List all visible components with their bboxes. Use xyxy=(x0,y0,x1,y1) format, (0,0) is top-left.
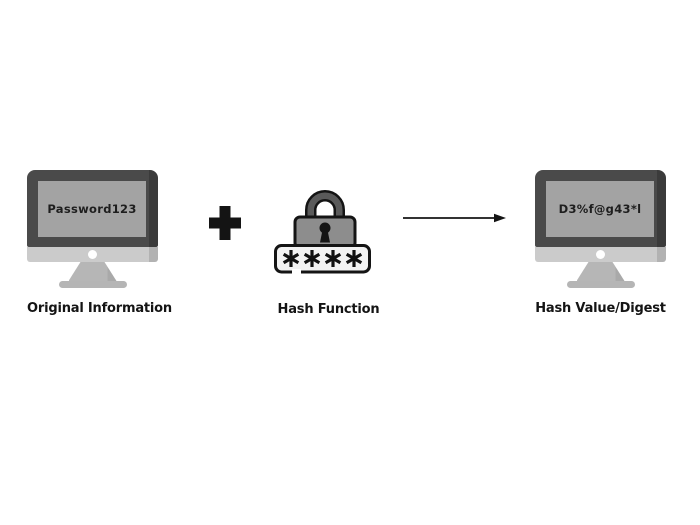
monitor-icon: D3%f@g43*l xyxy=(535,170,666,288)
lock-shackle xyxy=(305,190,345,219)
monitor-stand-neck xyxy=(68,262,117,281)
monitor-chin xyxy=(27,247,158,262)
monitor-bezel: Password123 xyxy=(27,170,158,247)
plaintext-value: Password123 xyxy=(47,202,137,216)
keyhole-icon xyxy=(319,222,331,243)
arrow-right-icon xyxy=(403,213,506,223)
original-information-label: Original Information xyxy=(27,301,172,316)
hash-value-label: Hash Value/Digest xyxy=(535,301,666,316)
monitor-bezel: D3%f@g43*l xyxy=(535,170,666,247)
monitor-screen: D3%f@g43*l xyxy=(546,181,654,237)
hash-value-group: D3%f@g43*l Hash Value/Digest xyxy=(535,170,666,316)
password-mask-asterisks xyxy=(282,250,363,267)
monitor-chin xyxy=(535,247,666,262)
monitor-stand-base xyxy=(566,281,635,288)
monitor-stand-base xyxy=(58,281,127,288)
password-field xyxy=(274,244,371,274)
hash-function-label: Hash Function xyxy=(277,302,380,317)
padlock-icon xyxy=(274,190,371,275)
hash-function-group: Hash Function xyxy=(273,185,380,317)
original-information-group: Password123 Original Information xyxy=(27,170,172,316)
camera-dot-icon xyxy=(596,250,605,259)
monitor-stand-neck xyxy=(576,262,625,281)
monitor-screen: Password123 xyxy=(38,181,146,237)
plus-icon xyxy=(209,206,241,240)
camera-dot-icon xyxy=(88,250,97,259)
digest-value: D3%f@g43*l xyxy=(558,202,642,216)
outline-break xyxy=(292,269,301,275)
monitor-icon: Password123 xyxy=(27,170,158,288)
